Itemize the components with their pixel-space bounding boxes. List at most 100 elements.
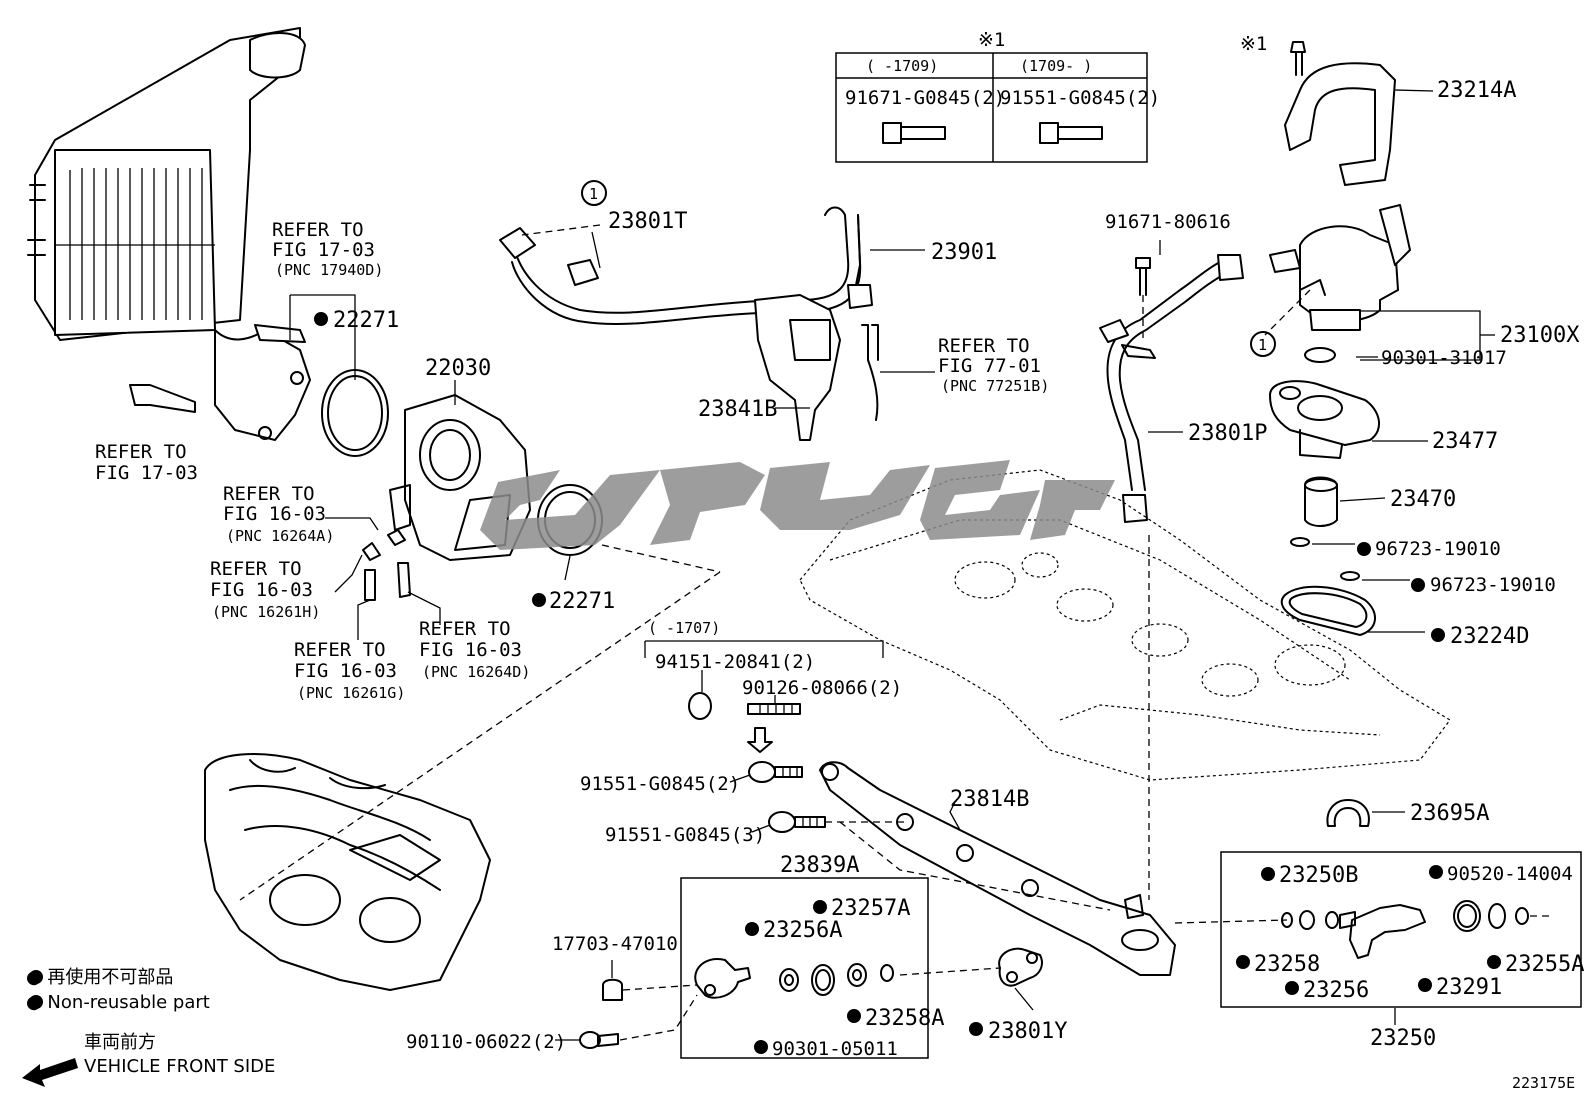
label-91671-80616: 91671-80616 — [1105, 211, 1231, 233]
svg-text:1: 1 — [1258, 336, 1267, 354]
label-23258: 23258 — [1254, 952, 1320, 977]
clamp-23841B-drawing — [754, 294, 841, 441]
label-23250: 23250 — [1370, 1026, 1436, 1051]
watermark-logo — [480, 460, 1115, 550]
label-96723-a: 96723-19010 — [1375, 538, 1501, 560]
o-ring-90301-05011-drawing — [811, 964, 835, 996]
non-reusable-dots — [29, 312, 1501, 1054]
ring-23255A-drawing — [1515, 907, 1529, 925]
part-labels: ※1 23214A 23100X 90301-31017 23477 23470… — [333, 33, 1584, 1060]
label-23291: 23291 — [1436, 975, 1502, 1000]
refer-labels: REFER TO FIG 17-03 (PNC 17940D) REFER TO… — [95, 219, 1049, 702]
label-22271-lower: 22271 — [549, 589, 615, 614]
label-90520: 90520-14004 — [1447, 863, 1573, 885]
refer-77251B: REFER TO FIG 77-01 (PNC 77251B) — [938, 335, 1049, 395]
cylinder-head-drawing — [799, 469, 1451, 781]
bolt-col1-drawing — [882, 122, 946, 144]
refer-17940D: REFER TO FIG 17-03 (PNC 17940D) — [272, 219, 383, 279]
label-94151: 94151-20841(2) — [655, 651, 815, 673]
refer-16264A: REFER TO FIG 16-03 (PNC 16264A) — [223, 483, 334, 545]
refer-16264D: REFER TO FIG 16-03 (PNC 16264D) — [419, 618, 530, 681]
note-mark: ※1 — [1240, 33, 1267, 55]
bolt-91671-80616-drawing — [1135, 257, 1151, 296]
svg-text:FIG 16-03: FIG 16-03 — [210, 579, 313, 601]
fuel-rail-23814B-drawing — [819, 761, 1176, 976]
gasket-23224D-drawing — [1280, 585, 1376, 636]
label-23901: 23901 — [931, 240, 997, 265]
arrow-down-icon — [747, 727, 773, 753]
label-23841B: 23841B — [698, 397, 777, 422]
label-23839A: 23839A — [780, 853, 859, 878]
label-23470: 23470 — [1390, 487, 1456, 512]
fuel-pump-23100X-drawing — [1269, 204, 1411, 331]
label-23801T: 23801T — [608, 209, 687, 234]
gasket-22271-upper-drawing — [321, 369, 389, 457]
label-23477: 23477 — [1432, 429, 1498, 454]
svg-text:(PNC 16264A): (PNC 16264A) — [226, 527, 334, 545]
label-22271-upper: 22271 — [333, 308, 399, 333]
injector-23250-drawing — [1339, 904, 1426, 959]
label-90126: 90126-08066(2) — [742, 677, 902, 699]
table-col2-part: 91551-G0845(2) — [1000, 87, 1160, 109]
legend: ● 再使用不可部品 ● Non-reusable part 車両前方 VEHIC… — [22, 967, 275, 1087]
seal-23256A-drawing — [779, 968, 799, 992]
label-17703: 17703-47010 — [552, 933, 678, 955]
svg-text:REFER TO: REFER TO — [210, 558, 302, 580]
label-91551-2: 91551-G0845(2) — [580, 773, 740, 795]
ring-23258A-drawing — [880, 964, 894, 982]
svg-text:FIG 17-03: FIG 17-03 — [272, 239, 375, 261]
svg-text:REFER TO: REFER TO — [272, 219, 364, 241]
svg-text:(PNC 17940D): (PNC 17940D) — [275, 261, 383, 279]
seal-23250B-drawing — [1299, 910, 1315, 930]
seal-23256-drawing — [1325, 911, 1339, 929]
legend-jp: ● 再使用不可部品 — [26, 967, 173, 988]
svg-text:FIG 16-03: FIG 16-03 — [223, 503, 326, 525]
bolt-col2-drawing — [1039, 122, 1103, 144]
svg-text:REFER TO: REFER TO — [419, 618, 511, 640]
alignment-lines — [239, 224, 1550, 1041]
o-ring-96723-b-drawing — [1340, 571, 1360, 581]
label-90110: 90110-06022(2) — [406, 1031, 566, 1053]
plate-23801Y-drawing — [998, 947, 1043, 987]
damper-23695A-drawing — [1326, 799, 1370, 827]
o-ring-90301-31017-drawing — [1304, 347, 1336, 363]
fuel-tube-23901-drawing — [499, 206, 873, 326]
injector-kit-23250-box — [1220, 851, 1582, 1008]
note-table: ※1 ( -1709) (1709- ) 91671-G0845(2) 9155… — [835, 29, 1160, 163]
label-23256: 23256 — [1303, 978, 1369, 1003]
svg-text:FIG 17-03: FIG 17-03 — [95, 462, 198, 484]
figure-id: 223175E — [1512, 1074, 1575, 1092]
insulator-23477-drawing — [1269, 380, 1380, 459]
stud-90126-drawing — [747, 703, 801, 715]
sensor-line-drawing — [861, 324, 879, 421]
table-col1-part: 91671-G0845(2) — [845, 87, 1005, 109]
label-date-1707: ( -1707) — [648, 619, 720, 637]
table-note: ※1 — [978, 29, 1005, 51]
lifter-23470-drawing — [1304, 476, 1338, 527]
label-23257A: 23257A — [831, 896, 910, 921]
label-23258A: 23258A — [865, 1006, 944, 1031]
sensor-23839A-drawing — [694, 958, 751, 999]
svg-text:REFER TO: REFER TO — [95, 441, 187, 463]
svg-text:1: 1 — [589, 185, 598, 203]
table-col1-header: ( -1709) — [866, 57, 938, 75]
label-23801P: 23801P — [1188, 421, 1267, 446]
svg-text:REFER TO: REFER TO — [294, 639, 386, 661]
bolt-91551-3-drawing — [768, 811, 826, 833]
svg-text:REFER TO: REFER TO — [223, 483, 315, 505]
leader-lines — [289, 89, 1495, 1041]
callout-1-top: 1 — [581, 180, 607, 206]
svg-text:(PNC 16264D): (PNC 16264D) — [422, 663, 530, 681]
bolt-90110-drawing — [579, 1031, 619, 1049]
callout-1-pump: 1 — [1250, 331, 1276, 357]
svg-text:(PNC 16261H): (PNC 16261H) — [212, 603, 320, 621]
front-jp: 車両前方 — [84, 1032, 156, 1053]
label-23255A: 23255A — [1505, 952, 1584, 977]
svg-text:(PNC 16261G): (PNC 16261G) — [297, 684, 405, 702]
refer-16261H: REFER TO FIG 16-03 (PNC 16261H) — [210, 558, 320, 621]
svg-text:FIG 16-03: FIG 16-03 — [294, 660, 397, 682]
seal-23257A-drawing — [847, 963, 867, 987]
bolt-94151-drawing — [688, 692, 712, 720]
label-23224D: 23224D — [1450, 624, 1529, 649]
